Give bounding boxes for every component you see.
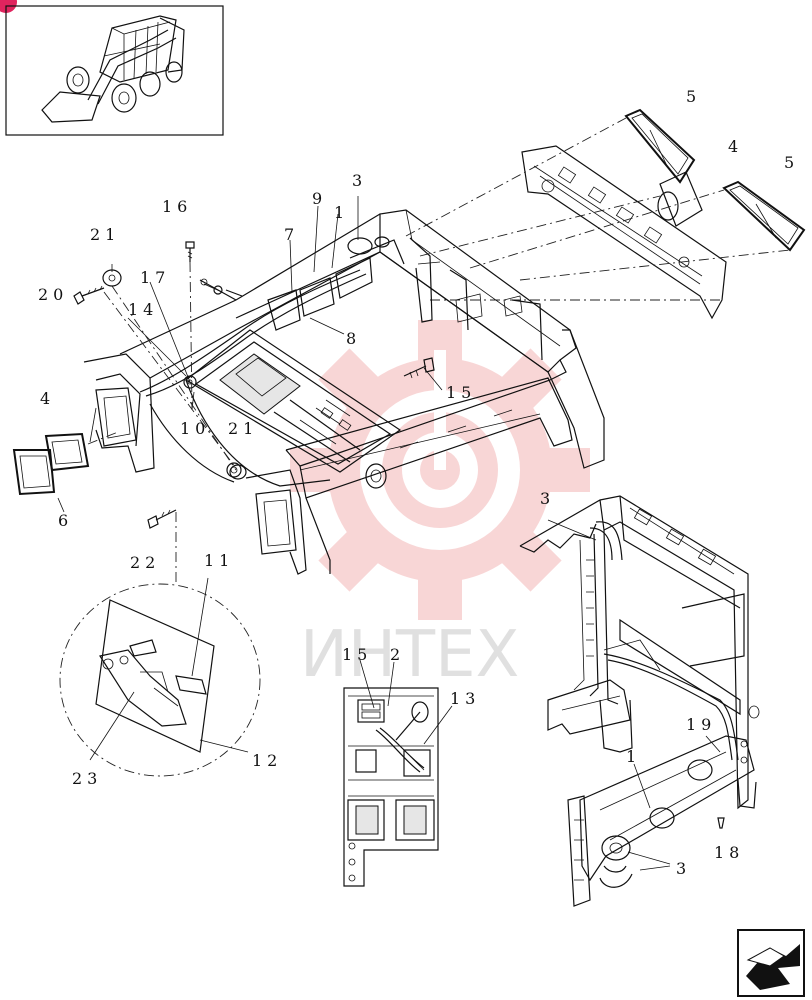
callout-8: 8 bbox=[346, 329, 361, 348]
callout-17: 17 bbox=[140, 268, 170, 287]
harness-bracket bbox=[567, 735, 755, 907]
callout-9: 9 bbox=[312, 189, 327, 208]
callout-4-left: 4 bbox=[40, 389, 55, 408]
watermark-text: ИНТЕХ bbox=[300, 618, 519, 692]
callout-21-top: 21 bbox=[90, 225, 120, 244]
screw-22-icon bbox=[147, 509, 177, 529]
front-lens-left bbox=[12, 449, 56, 496]
thumbnail-frame bbox=[5, 5, 224, 136]
next-page-arrow-icon[interactable] bbox=[737, 929, 805, 997]
callout-6: 6 bbox=[58, 511, 73, 530]
rear-lens-right bbox=[722, 180, 806, 252]
screw-15-icon bbox=[403, 357, 435, 379]
callout-1-bottom: 1 bbox=[626, 747, 641, 766]
callout-4-top: 4 bbox=[728, 137, 743, 156]
callout-3-bottom: 3 bbox=[676, 859, 691, 878]
callout-5-top: 5 bbox=[686, 87, 701, 106]
callout-11: 11 bbox=[204, 551, 234, 570]
callout-12: 12 bbox=[252, 751, 282, 770]
callout-1-top: 1 bbox=[334, 203, 349, 222]
callout-3-top: 3 bbox=[352, 171, 367, 190]
callout-2: 2 bbox=[390, 645, 405, 664]
cab-frame bbox=[83, 209, 605, 575]
callout-10: 10 bbox=[180, 419, 210, 438]
detail-panel bbox=[343, 659, 453, 887]
callout-5-right: 5 bbox=[784, 153, 799, 172]
screw-20-icon bbox=[73, 285, 105, 305]
callout-22: 22 bbox=[130, 553, 160, 572]
washer-21-top-icon bbox=[102, 269, 122, 287]
watermark-gear-icon bbox=[290, 320, 590, 620]
callout-15-main: 15 bbox=[446, 383, 476, 402]
rear-lamp-top bbox=[657, 171, 703, 227]
leader-lines bbox=[57, 196, 443, 586]
fastener-small-icon bbox=[199, 278, 237, 301]
rear-light-bracket bbox=[521, 145, 727, 320]
callout-13: 13 bbox=[450, 689, 480, 708]
callout-21-mid: 21 bbox=[228, 419, 258, 438]
callout-18: 18 bbox=[714, 843, 744, 862]
callout-15-detail: 15 bbox=[342, 645, 372, 664]
bolt-16-icon bbox=[185, 241, 195, 262]
callout-20: 20 bbox=[38, 285, 68, 304]
detail-circle bbox=[59, 577, 261, 777]
callout-23: 23 bbox=[72, 769, 102, 788]
washer-21-mid-icon bbox=[229, 464, 247, 480]
callout-3-right: 3 bbox=[540, 489, 555, 508]
callout-labels: 3 9 1 7 8 16 21 17 20 14 15 4 10 21 6 22… bbox=[38, 87, 799, 878]
callout-7: 7 bbox=[284, 225, 299, 244]
callout-14: 14 bbox=[128, 300, 158, 319]
skid-steer-loader-icon bbox=[41, 15, 185, 123]
rear-lens-upper bbox=[624, 108, 696, 184]
callout-19: 19 bbox=[686, 715, 716, 734]
side-frame bbox=[519, 495, 760, 810]
callout-16: 16 bbox=[162, 197, 192, 216]
